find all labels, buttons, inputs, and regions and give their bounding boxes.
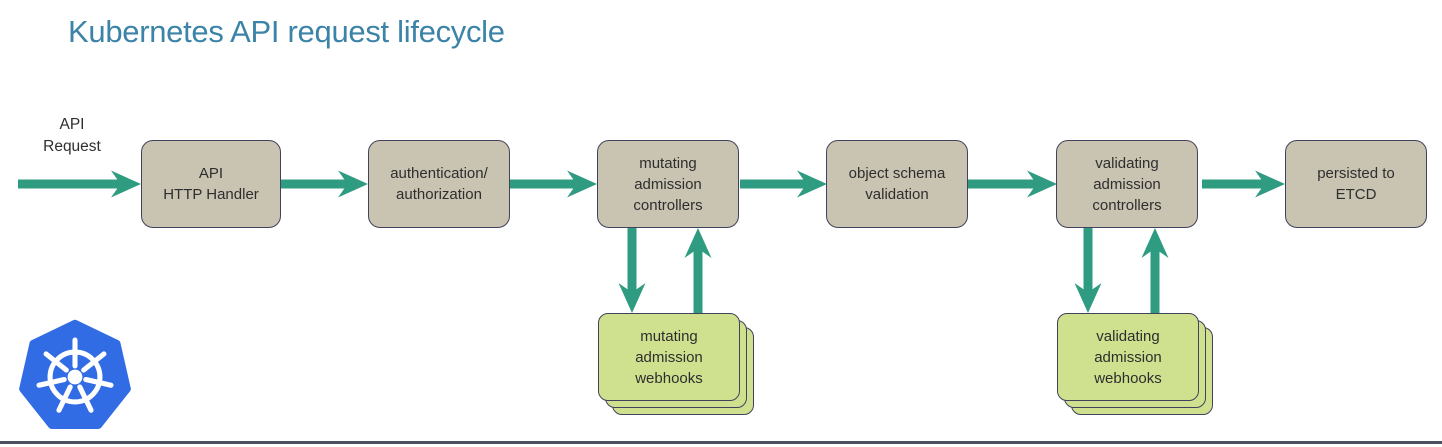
kubernetes-logo-icon bbox=[19, 319, 131, 429]
webhook-stack-validating: validating admission webhooks bbox=[1057, 313, 1215, 417]
page-title: Kubernetes API request lifecycle bbox=[68, 14, 505, 49]
node-persisted-to-etcd: persisted to ETCD bbox=[1285, 140, 1427, 228]
node-api-http-handler: API HTTP Handler bbox=[141, 140, 281, 228]
node-mutating-admission-controllers: mutating admission controllers bbox=[597, 140, 739, 228]
node-validating-admission-controllers: validating admission controllers bbox=[1056, 140, 1198, 228]
node-object-schema-validation: object schema validation bbox=[826, 140, 968, 228]
webhook-stack-mutating: mutating admission webhooks bbox=[598, 313, 756, 417]
node-authentication-authorization: authentication/ authorization bbox=[368, 140, 510, 228]
node-mutating-admission-webhooks: mutating admission webhooks bbox=[598, 313, 740, 401]
api-request-label: API Request bbox=[43, 116, 101, 156]
node-validating-admission-webhooks: validating admission webhooks bbox=[1057, 313, 1199, 401]
bottom-divider bbox=[0, 441, 1442, 444]
